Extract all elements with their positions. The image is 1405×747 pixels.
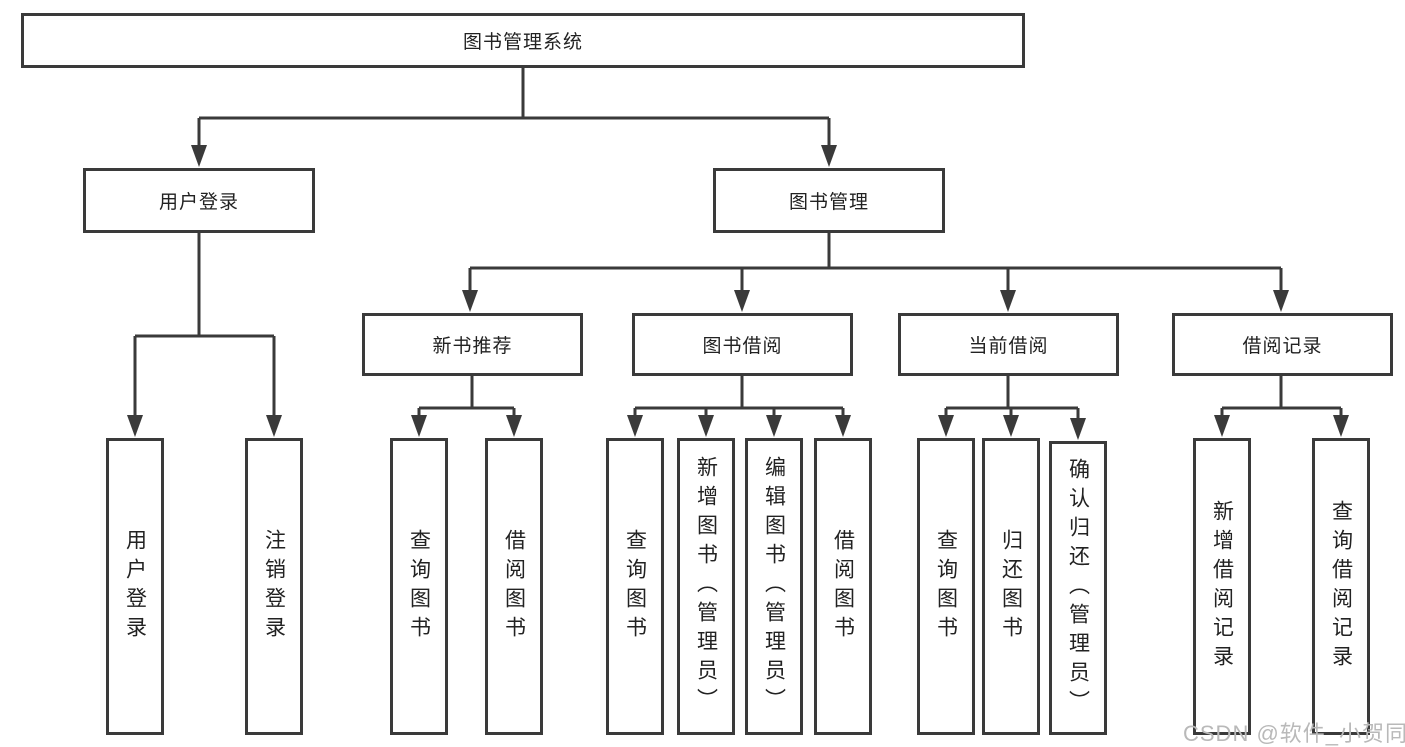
node-user-login-label: 用户登录	[158, 192, 239, 213]
leaf-add-borrow-record-label: 新增借阅记录	[1210, 499, 1234, 674]
node-new-book-recommend-label: 新书推荐	[432, 336, 513, 357]
node-new-book-recommend: 新书推荐	[362, 313, 583, 376]
leaf-add-borrow-record: 新增借阅记录	[1193, 438, 1251, 735]
leaf-confirm-return-admin: 确认归还（管理员）	[1049, 441, 1107, 735]
node-root: 图书管理系统	[21, 13, 1025, 68]
arrowheads	[127, 145, 1349, 440]
node-book-management: 图书管理	[713, 168, 945, 233]
leaf-confirm-return-admin-label: 确认归还（管理员）	[1066, 457, 1090, 719]
node-book-borrowing-label: 图书借阅	[702, 336, 783, 357]
leaf-borrow-books-2: 借阅图书	[814, 438, 872, 735]
leaf-query-borrow-record-label: 查询借阅记录	[1329, 499, 1353, 674]
leaf-return-books: 归还图书	[982, 438, 1040, 735]
node-borrowing-records: 借阅记录	[1172, 313, 1393, 376]
leaf-logout: 注销登录	[245, 438, 303, 735]
leaf-query-borrow-record: 查询借阅记录	[1312, 438, 1370, 735]
leaf-add-books-admin-label: 新增图书（管理员）	[694, 456, 718, 717]
node-borrowing-records-label: 借阅记录	[1242, 336, 1323, 357]
leaf-user-login: 用户登录	[106, 438, 164, 735]
leaf-query-books-2-label: 查询图书	[623, 528, 647, 645]
leaf-query-books-1: 查询图书	[390, 438, 448, 735]
leaf-return-books-label: 归还图书	[999, 528, 1023, 645]
node-current-borrowing-label: 当前借阅	[968, 336, 1049, 357]
leaf-add-books-admin: 新增图书（管理员）	[677, 438, 735, 735]
leaf-borrow-books-1: 借阅图书	[485, 438, 543, 735]
node-user-login: 用户登录	[83, 168, 315, 233]
leaf-borrow-books-1-label: 借阅图书	[502, 528, 526, 645]
watermark: CSDN @软件_小贺同学	[1183, 721, 1405, 746]
leaf-logout-label: 注销登录	[262, 528, 286, 645]
node-current-borrowing: 当前借阅	[898, 313, 1119, 376]
node-book-management-label: 图书管理	[788, 192, 869, 213]
leaf-edit-books-admin: 编辑图书（管理员）	[745, 438, 803, 735]
node-root-label: 图书管理系统	[462, 32, 583, 53]
leaf-query-books-1-label: 查询图书	[407, 528, 431, 645]
leaf-user-login-label: 用户登录	[123, 528, 147, 645]
leaf-query-books-3: 查询图书	[917, 438, 975, 735]
leaf-borrow-books-2-label: 借阅图书	[831, 528, 855, 645]
leaf-query-books-2: 查询图书	[606, 438, 664, 735]
node-book-borrowing: 图书借阅	[632, 313, 853, 376]
leaf-query-books-3-label: 查询图书	[934, 528, 958, 645]
leaf-edit-books-admin-label: 编辑图书（管理员）	[762, 456, 786, 717]
